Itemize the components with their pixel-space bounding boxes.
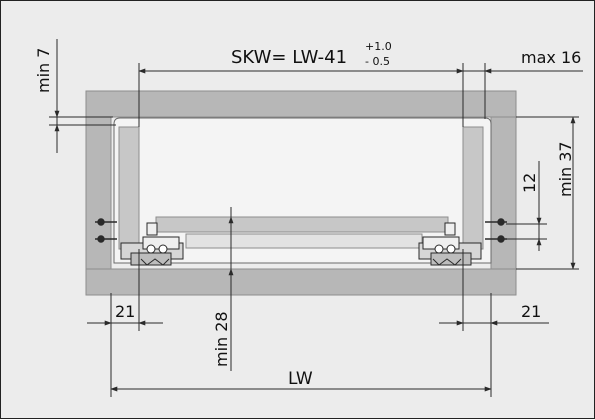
drawer-bottom <box>155 216 449 233</box>
runner-right-wheel-2 <box>446 244 456 254</box>
drawer-right-side <box>462 126 484 250</box>
screw-left-lower <box>95 235 117 243</box>
cabinet-left-side <box>85 116 112 270</box>
dimension-labels: SKW= LW-41 +1.0 - 0.5 max 16 min 7 min 3… <box>34 40 581 389</box>
runner-right <box>418 222 482 266</box>
dimension-lines <box>49 39 583 397</box>
cabinet <box>85 90 517 296</box>
dim12-label: 12 <box>520 173 539 193</box>
runner-left-wheel-2 <box>158 244 168 254</box>
runner-right-detail <box>432 258 462 266</box>
runner-left <box>120 222 184 266</box>
drawer-left-side <box>118 126 140 250</box>
min37-label: min 37 <box>556 141 575 197</box>
min7-label: min 7 <box>34 48 53 93</box>
screw-left-upper <box>95 218 117 226</box>
skw-tolerance-minus: - 0.5 <box>365 55 390 68</box>
runner-right-tab <box>444 222 456 236</box>
runner-right-wheel <box>434 244 444 254</box>
dim21-left-label: 21 <box>115 302 135 321</box>
runner-left-tab <box>146 222 158 236</box>
dim21-right-label: 21 <box>521 302 541 321</box>
cabinet-right-side <box>490 116 517 270</box>
min28-label: min 28 <box>212 311 231 367</box>
runner-left-wheel <box>146 244 156 254</box>
skw-label: SKW= LW-41 <box>231 47 347 68</box>
runner-left-detail <box>140 258 170 266</box>
lw-label: LW <box>288 369 313 389</box>
skw-tolerance-plus: +1.0 <box>365 40 392 53</box>
screws <box>95 218 507 243</box>
cabinet-bottom-panel <box>85 268 517 296</box>
screw-right-upper <box>485 218 507 226</box>
drawer-bottom-rail <box>185 233 423 249</box>
cabinet-top-panel <box>85 90 517 118</box>
max16-label: max 16 <box>521 48 581 67</box>
screw-right-lower <box>485 235 507 243</box>
